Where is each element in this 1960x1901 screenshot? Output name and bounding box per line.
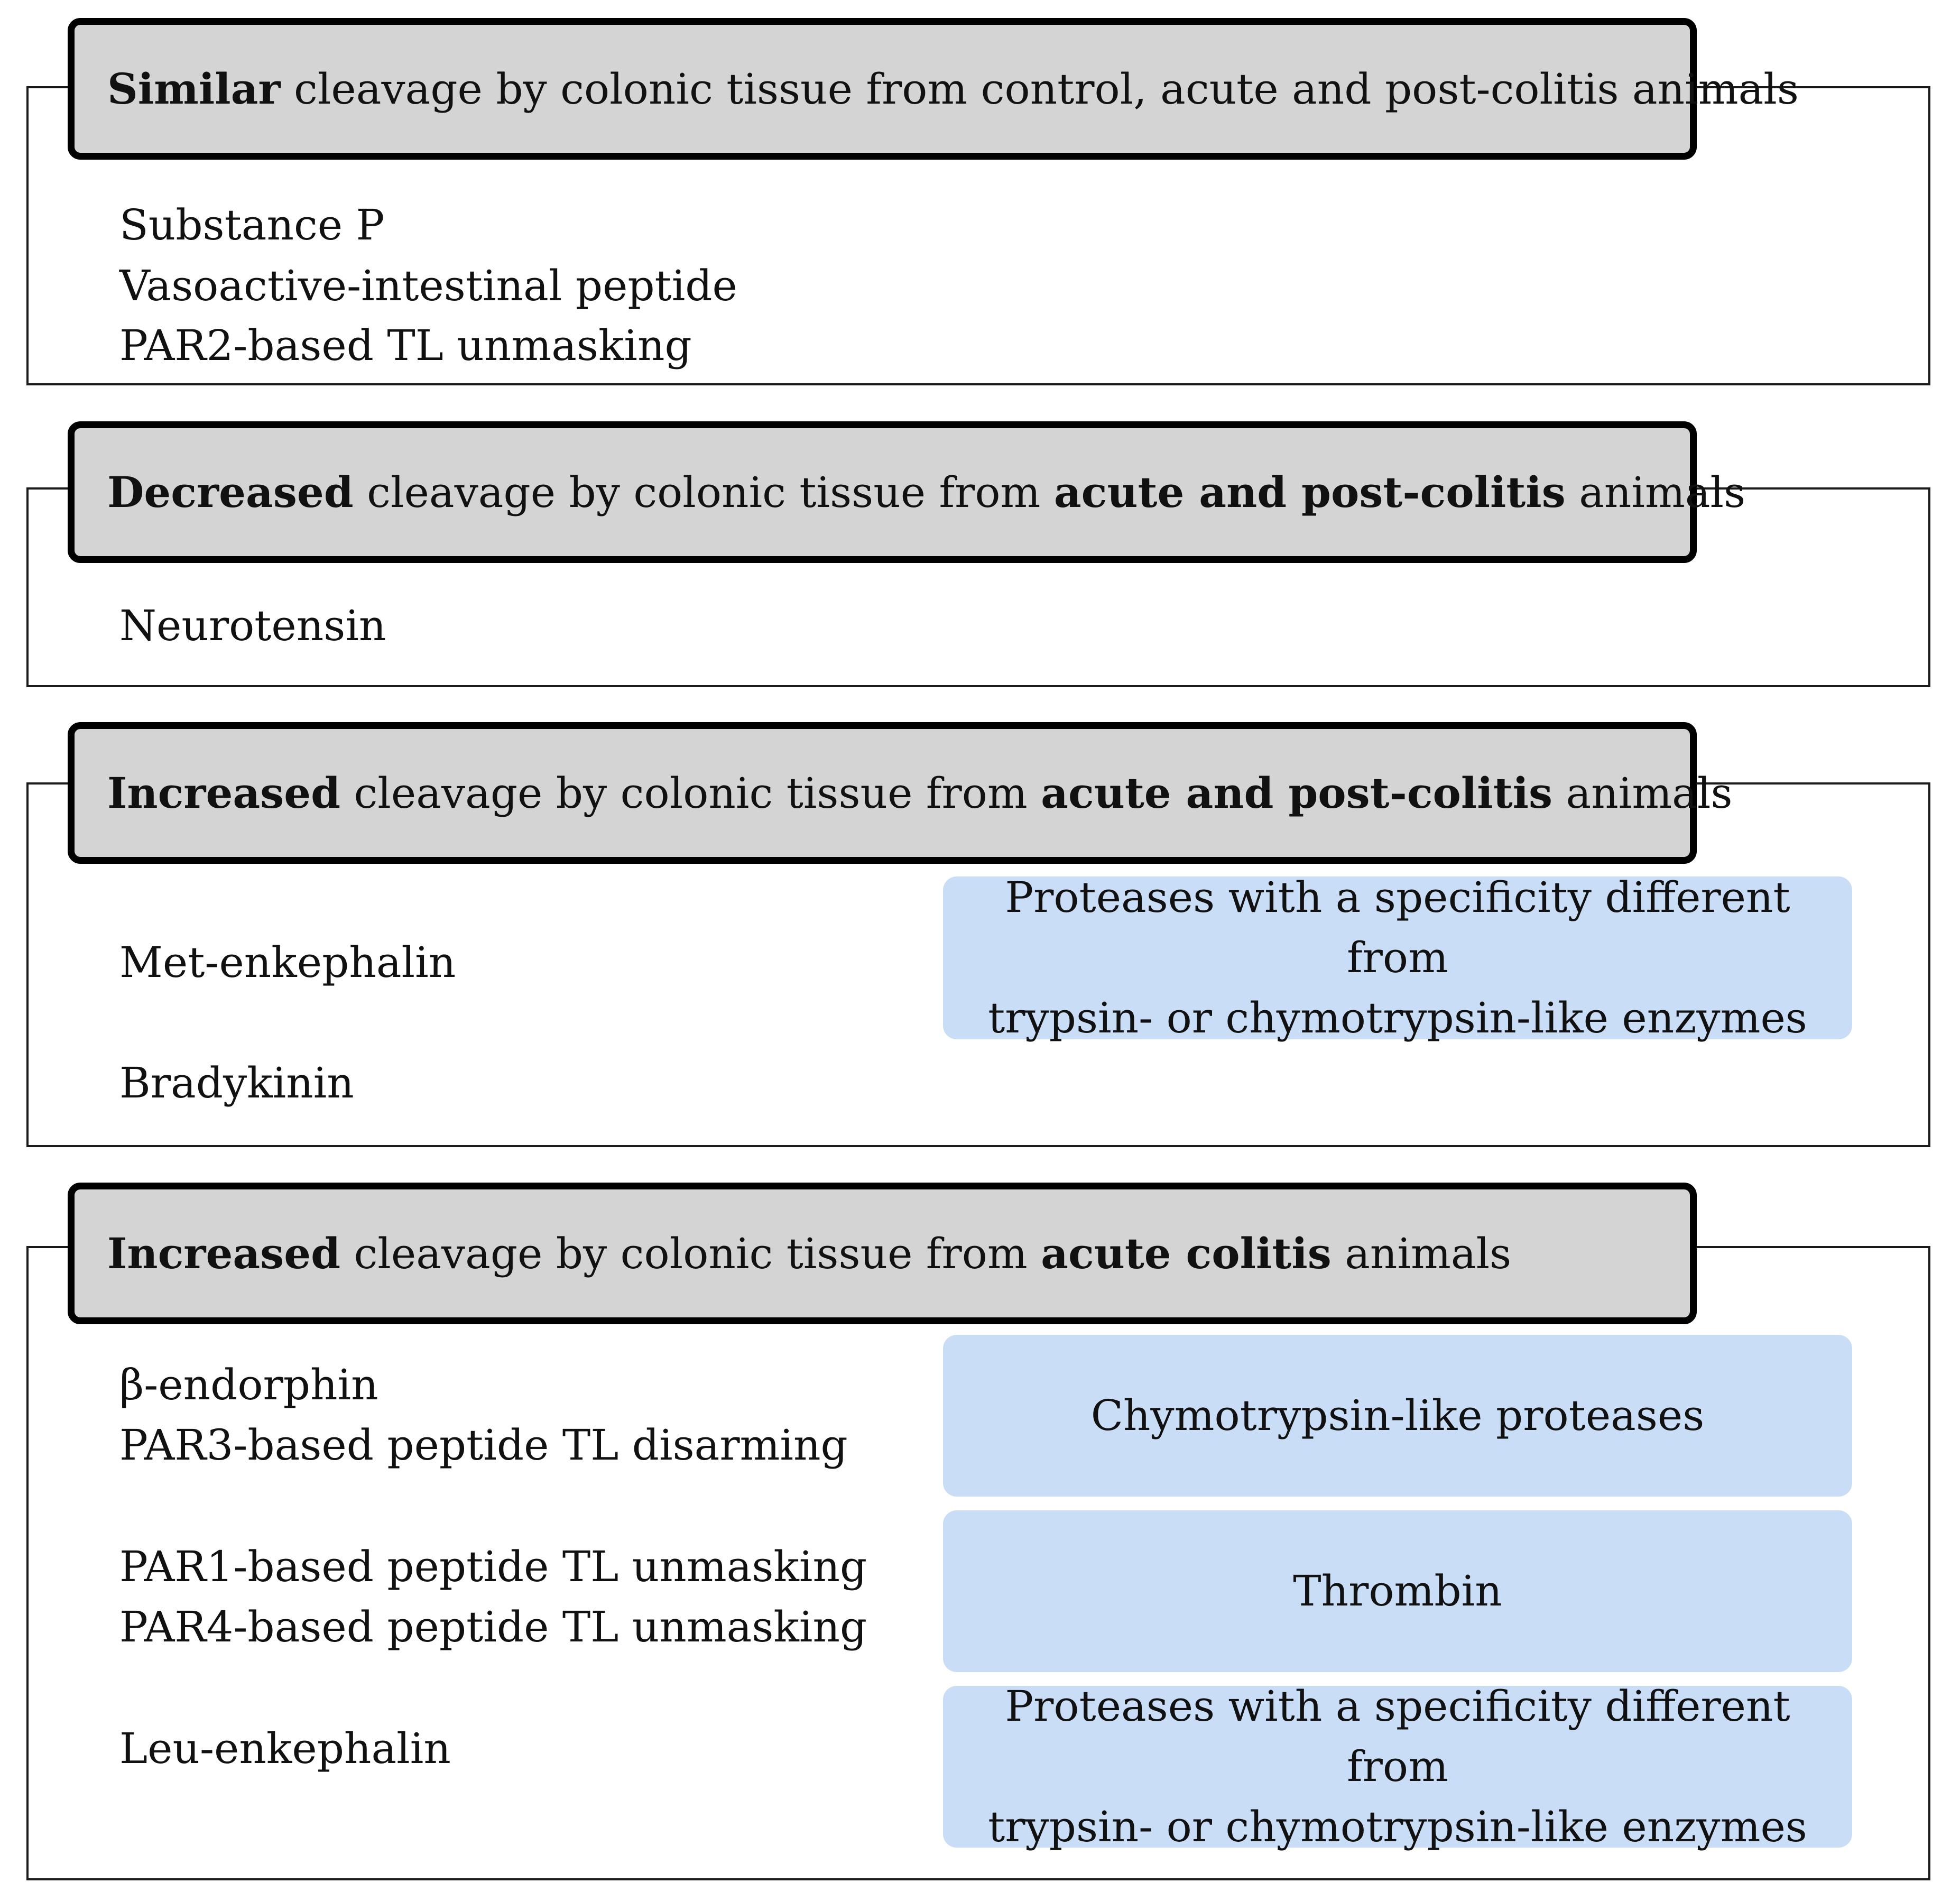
- header-text-end: animals: [1331, 1229, 1512, 1278]
- protease-label: Chymotrypsin-like proteases: [1090, 1391, 1705, 1440]
- peptide-item: PAR1-based peptide TL unmasking: [119, 1542, 867, 1591]
- peptide-item: PAR3-based peptide TL disarming: [119, 1420, 848, 1470]
- protease-label: Thrombin: [1293, 1566, 1502, 1616]
- peptide-item: PAR2-based TL unmasking: [119, 321, 692, 370]
- protease-box: Proteases with a specificity different f…: [943, 873, 1852, 1042]
- peptide-item: Substance P: [119, 200, 385, 250]
- section-increased-acute-header: Increased cleavage by colonic tissue fro…: [68, 1183, 1697, 1324]
- peptide-item: Vasoactive-intestinal peptide: [119, 261, 737, 310]
- section-decreased-header: Decreased cleavage by colonic tissue fro…: [68, 421, 1745, 563]
- peptide-item: Bradykinin: [119, 1058, 354, 1108]
- peptide-item: Leu-enkephalin: [119, 1724, 451, 1773]
- header-bold-condition: acute colitis: [1041, 1229, 1332, 1278]
- header-bold-term: Increased: [107, 768, 341, 818]
- header-text: cleavage by colonic tissue from control,…: [280, 64, 1799, 114]
- header-bold-condition: acute and post-colitis: [1041, 768, 1553, 818]
- header-bold-term: Similar: [107, 64, 281, 114]
- header-bold-condition: acute and post-colitis: [1053, 467, 1566, 517]
- header-text: cleavage by colonic tissue from: [340, 1229, 1041, 1278]
- header-bold-term: Decreased: [107, 467, 354, 517]
- protease-box: Thrombin: [943, 1510, 1852, 1672]
- protease-label: Proteases with a specificity different f…: [988, 873, 1807, 1042]
- header-text: cleavage by colonic tissue from: [353, 468, 1054, 517]
- peptide-item: Neurotensin: [119, 601, 386, 650]
- peptide-item: PAR4-based peptide TL unmasking: [119, 1602, 867, 1651]
- section-similar-header: Similar cleavage by colonic tissue from …: [68, 18, 1799, 160]
- protease-label: Proteases with a specificity different f…: [988, 1682, 1807, 1851]
- section-increased-acute-post-header: Increased cleavage by colonic tissue fro…: [68, 722, 1733, 864]
- header-text: cleavage by colonic tissue from: [340, 769, 1041, 818]
- protease-box: Proteases with a specificity different f…: [943, 1682, 1852, 1851]
- peptide-item: Met-enkephalin: [119, 938, 456, 987]
- protease-box: Chymotrypsin-like proteases: [943, 1335, 1852, 1497]
- header-text-end: animals: [1552, 769, 1733, 818]
- header-text-end: animals: [1565, 468, 1746, 517]
- header-bold-term: Increased: [107, 1229, 341, 1278]
- peptide-item: β-endorphin: [119, 1360, 378, 1409]
